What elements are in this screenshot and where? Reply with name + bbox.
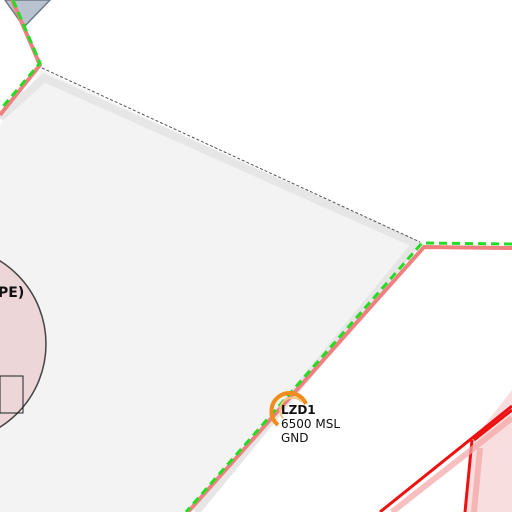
airspace-name-label[interactable]: LZD1 <box>281 403 316 417</box>
airspace-zone-area <box>0 70 420 512</box>
circular-zone-label-box <box>0 375 24 414</box>
airspace-marker-icon[interactable] <box>269 391 308 427</box>
airspace-upper-limit: 6500 MSL <box>281 417 341 431</box>
circular-zone <box>0 260 47 428</box>
zone-boundary-dashed-line <box>41 67 421 243</box>
airspace-lower-limit: GND <box>281 431 309 445</box>
circular-zone-label: PE) <box>0 285 25 301</box>
prohibited-area-halo <box>390 415 512 515</box>
airspace-marker-inner <box>279 396 303 419</box>
